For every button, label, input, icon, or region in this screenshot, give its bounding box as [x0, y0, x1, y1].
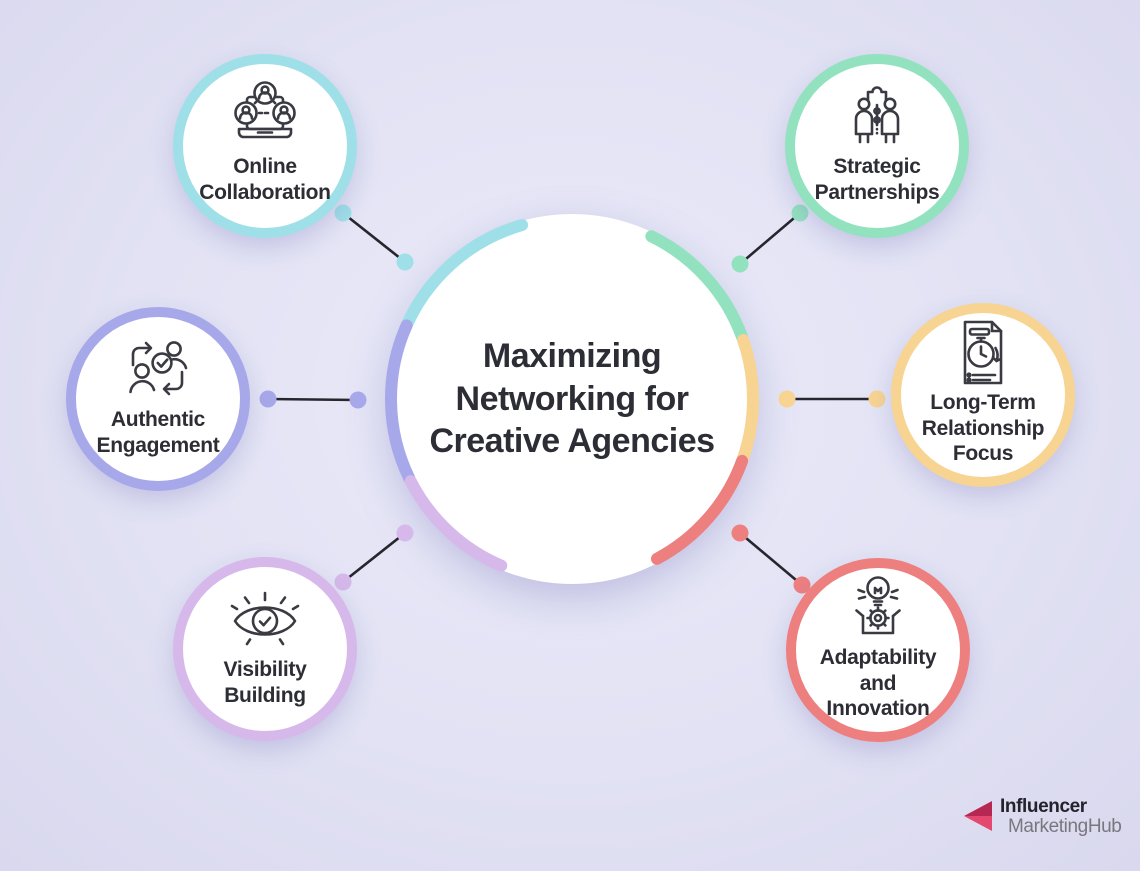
- diagram-title: Maximizing Networking for Creative Agenc…: [429, 336, 715, 461]
- logo-arrow-icon: [964, 801, 992, 831]
- influencer-marketinghub-logo: Influencer MarketingHub: [962, 796, 1122, 838]
- visibility-building-connector-dot: [396, 524, 414, 542]
- authentic-engagement-connector-line: [267, 397, 359, 402]
- adaptability-and-innovation-connector-dot: [731, 524, 749, 542]
- eye-check-icon: [230, 591, 300, 646]
- online-collaboration-connector-dot: [396, 253, 414, 271]
- laptop-users-icon: [234, 81, 296, 139]
- strategic-partnerships-connector-dot: [791, 204, 809, 222]
- node-long-term-relationship-focus: Long-Term Relationship Focus: [891, 303, 1075, 487]
- strategic-partnerships-connector-dot: [731, 255, 749, 273]
- adaptability-and-innovation-connector-line: [739, 532, 803, 586]
- document-clock-icon: [963, 320, 1003, 385]
- node-label: Adaptability and Innovation: [819, 646, 937, 721]
- node-strategic-partnerships: Strategic Partnerships: [785, 54, 969, 238]
- logo-text-influencer: Influencer: [1000, 796, 1087, 817]
- online-collaboration-connector-line: [342, 211, 406, 264]
- people-check-icon: [129, 340, 188, 396]
- node-adaptability-and-innovation: Adaptability and Innovation: [786, 558, 970, 742]
- bulb-gear-icon: [855, 576, 901, 635]
- node-visibility-building: Visibility Building: [173, 557, 357, 741]
- partnership-puzzle-icon: [854, 86, 900, 144]
- node-label: Strategic Partnerships: [814, 154, 940, 204]
- logo-text-marketinghub: MarketingHub: [1008, 816, 1122, 837]
- node-label: Authentic Engagement: [96, 407, 220, 457]
- long-term-relationship-focus-connector-dot: [778, 390, 796, 408]
- visibility-building-connector-line: [342, 531, 406, 584]
- node-label: Long-Term Relationship Focus: [921, 391, 1045, 466]
- node-authentic-engagement: Authentic Engagement: [66, 307, 250, 491]
- online-collaboration-connector-dot: [334, 204, 352, 222]
- strategic-partnerships-connector-line: [739, 212, 801, 265]
- authentic-engagement-connector-dot: [349, 391, 367, 409]
- long-term-relationship-focus-connector-dot: [868, 390, 886, 408]
- authentic-engagement-connector-dot: [259, 390, 277, 408]
- visibility-building-connector-dot: [334, 573, 352, 591]
- node-label: Visibility Building: [223, 657, 307, 707]
- central-topic-circle: Maximizing Networking for Creative Agenc…: [387, 214, 757, 584]
- node-online-collaboration: Online Collaboration: [173, 54, 357, 238]
- node-label: Online Collaboration: [199, 154, 331, 204]
